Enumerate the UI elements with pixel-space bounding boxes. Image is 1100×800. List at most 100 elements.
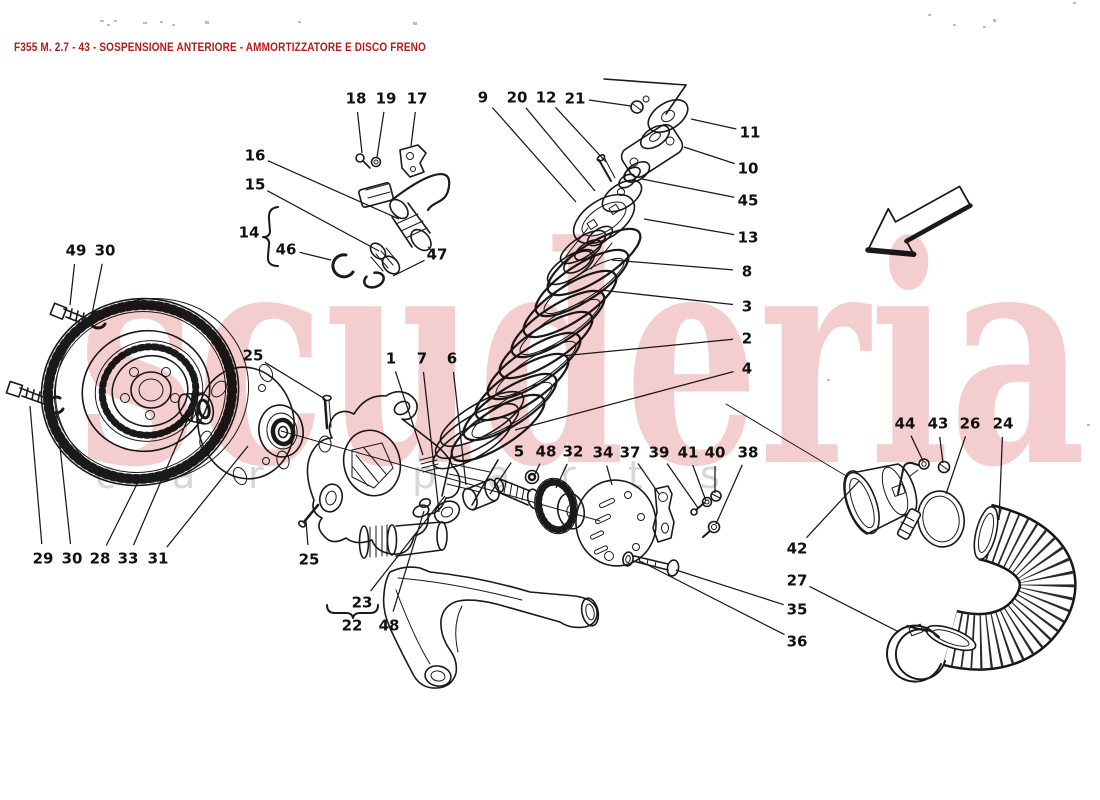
callout-7: 7 — [417, 350, 427, 368]
callout-25: 25 — [299, 551, 320, 569]
callout-33: 33 — [118, 550, 139, 568]
washer-48 — [524, 469, 540, 485]
leader-line-24 — [998, 436, 1004, 521]
disc-bolt-49 — [49, 302, 90, 327]
leader-line-34 — [606, 465, 613, 486]
retaining-clip-27 — [886, 623, 946, 683]
callout-49: 49 — [66, 242, 87, 260]
callout-14: 14 — [239, 224, 260, 242]
leader-line-45 — [641, 178, 735, 198]
leader-line-25 — [264, 361, 326, 400]
underbrace-22 — [326, 604, 379, 619]
callout-36: 36 — [787, 633, 808, 651]
leader-line-30 — [91, 263, 103, 315]
leader-line-6 — [452, 371, 467, 486]
leader-line-23 — [370, 495, 446, 592]
hose-clamp-26 — [896, 490, 965, 548]
brake-disc — [40, 297, 250, 487]
callout-28: 28 — [90, 550, 111, 568]
callout-9: 9 — [478, 89, 488, 107]
callout-8: 8 — [742, 263, 752, 281]
callout-4: 4 — [742, 360, 752, 378]
top-mount-stack — [572, 78, 689, 245]
leader-line-27 — [809, 585, 900, 633]
leader-line-28 — [105, 479, 140, 546]
callout-43: 43 — [928, 415, 949, 433]
spacer-bushing-5 — [462, 478, 500, 511]
callout-5: 5 — [514, 443, 524, 461]
leader-line-43 — [939, 436, 944, 464]
leader-line-20 — [525, 107, 596, 192]
leader-line-46 — [299, 251, 332, 261]
callout-21: 21 — [565, 90, 586, 108]
callout-48: 48 — [379, 617, 400, 635]
leader-line-37 — [637, 463, 660, 495]
callout-10: 10 — [738, 160, 759, 178]
leader-line-31 — [166, 445, 249, 548]
sleeve-duct-42 — [843, 463, 918, 535]
lower-wishbone-22 — [358, 521, 600, 689]
callout-44: 44 — [895, 415, 916, 433]
leader-line-49 — [69, 263, 76, 306]
open-washer-30-left — [46, 395, 65, 415]
stub-axle-gear-32 — [493, 477, 586, 535]
leader-line-48 — [392, 510, 425, 612]
leader-line-41 — [692, 464, 707, 502]
callout-6: 6 — [447, 350, 457, 368]
callout-20: 20 — [507, 89, 528, 107]
callout-17: 17 — [407, 90, 428, 108]
leader-line-8 — [611, 259, 734, 271]
support-bracket-37 — [652, 485, 675, 543]
callout-48: 48 — [536, 443, 557, 461]
callout-19: 19 — [376, 90, 397, 108]
cotter-pin-lower-25 — [298, 503, 320, 528]
callout-38: 38 — [738, 444, 759, 462]
callout-18: 18 — [346, 90, 367, 108]
leader-line-30 — [55, 409, 72, 545]
leader-line-12 — [555, 106, 607, 163]
wheel-hub-31 — [196, 363, 304, 486]
leader-line-25 — [305, 520, 309, 546]
leader-line-13 — [643, 218, 735, 236]
fixing-bolt-35-36 — [622, 551, 680, 577]
callout-34: 34 — [593, 444, 614, 462]
brace-14 — [262, 206, 279, 267]
small-fasteners-39-41-40-38 — [690, 490, 722, 538]
leader-line-17 — [410, 111, 416, 147]
leader-line-3 — [599, 289, 734, 306]
leader-line-48 — [533, 463, 541, 477]
leader-line-35 — [675, 569, 784, 606]
callout-30: 30 — [95, 242, 116, 260]
callout-30: 30 — [62, 550, 83, 568]
leader-line-42 — [806, 480, 860, 539]
callout-41: 41 — [678, 444, 699, 462]
scan-specks — [100, 2, 1090, 426]
open-washer-30-top — [88, 310, 107, 330]
callout-2: 2 — [742, 330, 752, 348]
callout-27: 27 — [787, 572, 808, 590]
callout-15: 15 — [245, 176, 266, 194]
leader-line-15 — [267, 190, 380, 252]
leader-line-47 — [392, 259, 425, 277]
brand-watermark-text: scuderia — [78, 180, 1086, 533]
callout-13: 13 — [738, 229, 759, 247]
leader-line-16 — [267, 160, 400, 220]
callout-25: 25 — [243, 347, 264, 365]
page-title: F355 M. 2.7 - 43 - SOSPENSIONE ANTERIORE… — [14, 40, 426, 54]
leader-line-19 — [376, 111, 385, 158]
leader-line-18 — [356, 111, 363, 154]
leader-line-9 — [491, 107, 577, 203]
callout-23: 23 — [352, 594, 373, 612]
leader-line-7 — [422, 371, 440, 513]
leader-line-39 — [666, 463, 699, 509]
callout-29: 29 — [33, 550, 54, 568]
bump-stop-8 — [546, 225, 614, 286]
callout-35: 35 — [787, 601, 808, 619]
callout-24: 24 — [993, 415, 1014, 433]
leader-line-38 — [715, 464, 743, 525]
construction-lines — [280, 403, 849, 522]
callout-3: 3 — [742, 298, 752, 316]
